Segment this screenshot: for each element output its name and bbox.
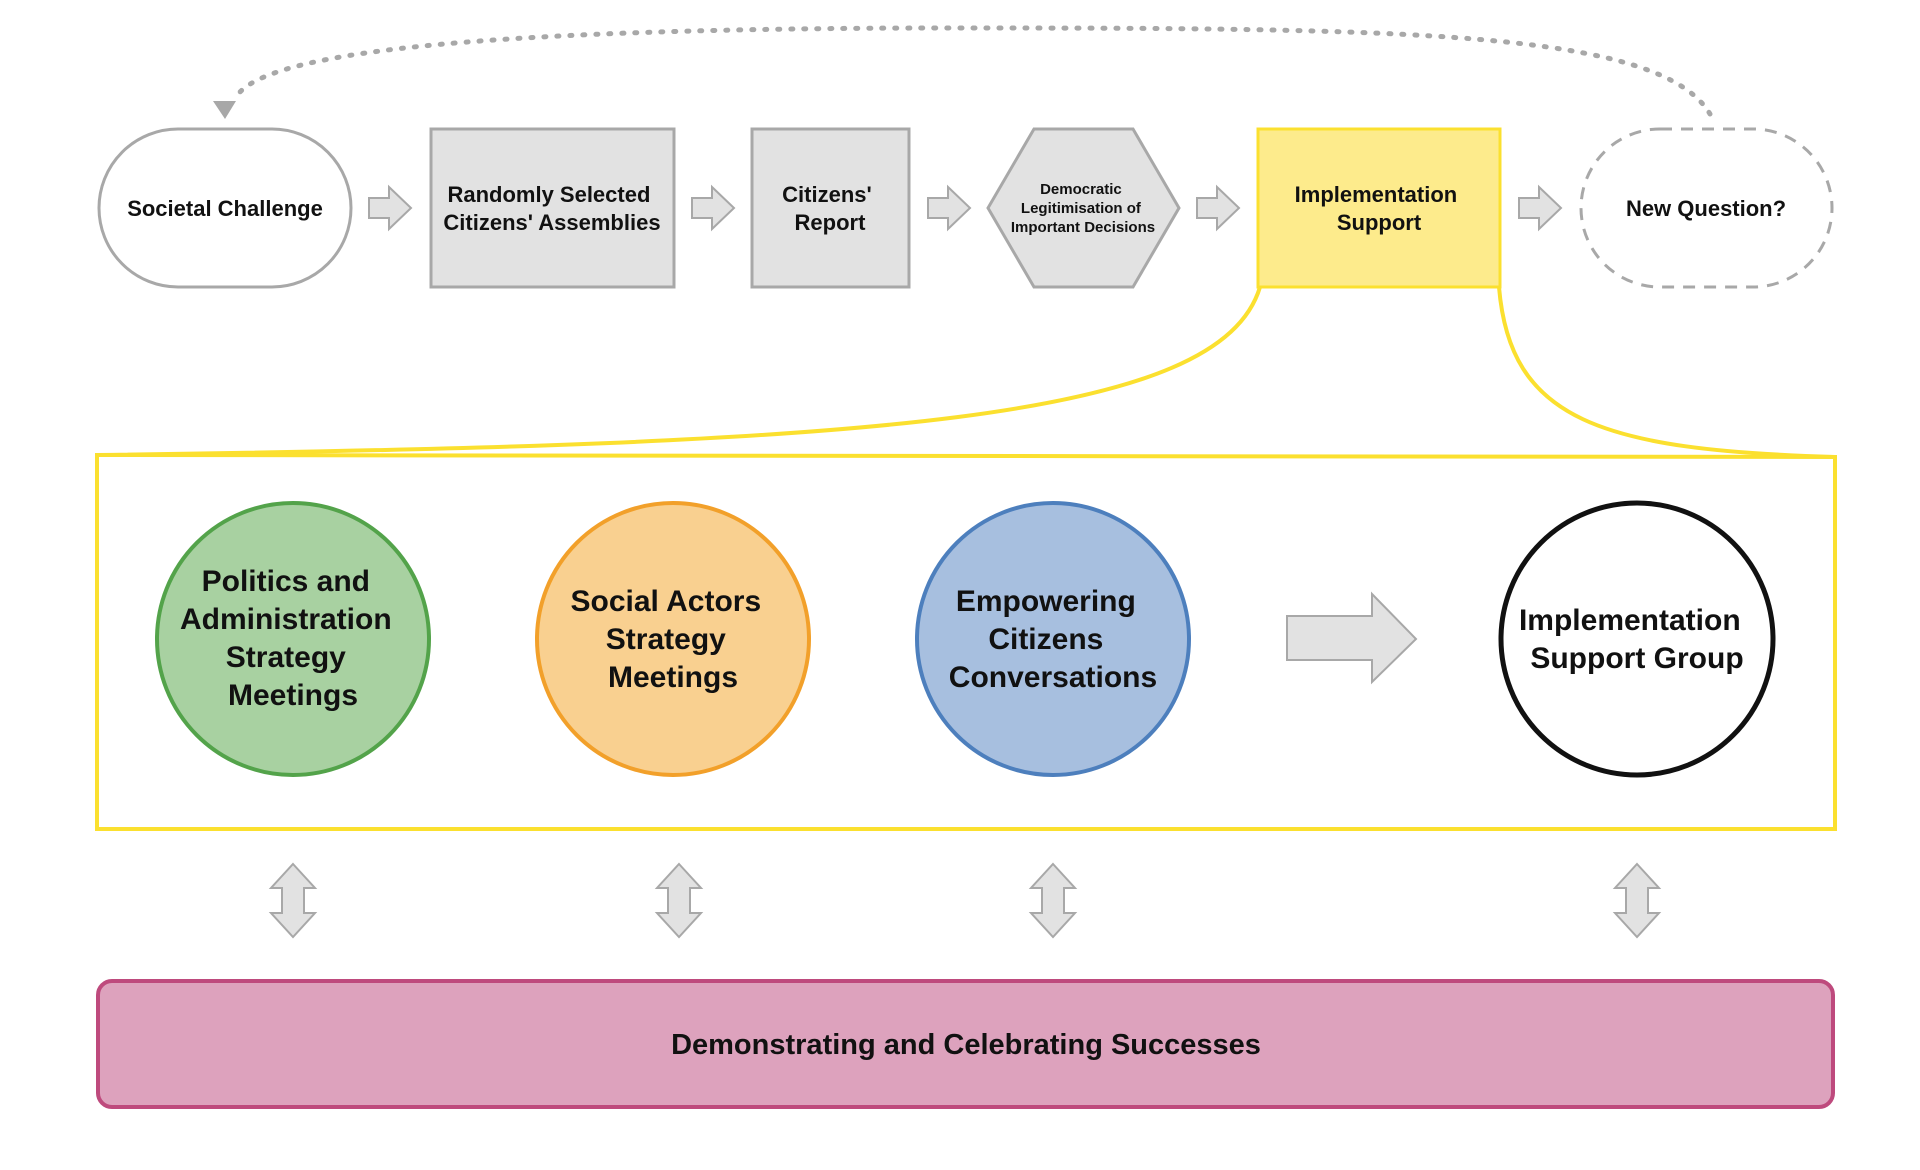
circle-label-line: Citizens xyxy=(988,623,1103,656)
circle-empowering-citizens: Empowering Citizens Conversations xyxy=(915,501,1191,777)
step-label-line: Important Decisions xyxy=(1011,219,1155,236)
zoom-connector xyxy=(96,286,1836,459)
banner-label: Demonstrating and Celebrating Successes xyxy=(671,1029,1261,1061)
step-label-line: New Question? xyxy=(1626,196,1786,221)
svg-text:Randomly Selected Citi: Randomly Selected Citizens' Assemblies xyxy=(443,182,660,235)
step-label-line: Citizens' Assemblies xyxy=(443,210,660,235)
circle-label-line: Conversations xyxy=(949,661,1157,694)
loop-back-arrow xyxy=(213,25,1713,119)
circle-label-line: Social Actors xyxy=(571,585,762,618)
link-arrows xyxy=(268,862,1662,939)
implementation-detail-panel: Politics and Administration Strategy Mee… xyxy=(95,452,1837,831)
double-vertical-arrow-icon xyxy=(1028,862,1078,939)
double-vertical-arrow-icon xyxy=(268,862,318,939)
flow-arrow-icon xyxy=(368,184,413,232)
svg-text:Social Actors Strategy: Social Actors Strategy Meetings xyxy=(571,585,770,694)
flow-arrow-icon xyxy=(927,184,972,232)
circle-politics-administration: Politics and Administration Strategy Mee… xyxy=(155,501,431,777)
circle-label-line: Strategy xyxy=(606,623,726,656)
step-label-line: Legitimisation of xyxy=(1021,200,1142,217)
step-implementation-support: Implementation Support xyxy=(1256,127,1502,289)
svg-text:Democratic Legitimisat: Democratic Legitimisation of Important D… xyxy=(1011,181,1155,236)
right-arrow-icon xyxy=(1286,591,1418,685)
double-vertical-arrow-icon xyxy=(654,862,704,939)
circle-label-line: Strategy xyxy=(226,641,346,674)
step-label-line: Report xyxy=(795,210,867,235)
circle-label-line: Support Group xyxy=(1530,642,1743,675)
circle-label-line: Empowering xyxy=(956,585,1136,618)
step-democratic-legitimisation: Democratic Legitimisation of Important D… xyxy=(986,127,1181,289)
flow-arrow-icon xyxy=(691,184,736,232)
svg-text:Implementation Support: Implementation Support Group xyxy=(1519,604,1749,675)
svg-text:Societal Challenge: Societal Challenge xyxy=(127,196,323,221)
process-flow: Societal Challenge Randomly Selected Cit… xyxy=(97,127,1834,289)
step-label-line: Societal Challenge xyxy=(127,196,323,221)
step-label-line: Democratic xyxy=(1040,181,1122,198)
step-label-line: Implementation xyxy=(1295,182,1458,207)
circle-implementation-support-group: Implementation Support Group xyxy=(1498,500,1776,778)
step-label-line: Citizens' xyxy=(782,182,872,207)
step-citizens-assemblies: Randomly Selected Citizens' Assemblies xyxy=(429,127,676,289)
dotted-arrow-icon xyxy=(237,25,1713,117)
circle-label-line: Administration xyxy=(180,603,392,636)
circle-social-actors: Social Actors Strategy Meetings xyxy=(535,501,811,777)
step-citizens-report: Citizens' Report xyxy=(750,127,911,289)
double-vertical-arrow-icon xyxy=(1612,862,1662,939)
circle-label-line: Implementation xyxy=(1519,604,1741,637)
circle-label-line: Meetings xyxy=(608,661,738,694)
flow-arrow-icon xyxy=(1518,184,1563,232)
flow-arrow-icon xyxy=(1196,184,1241,232)
circle-label-line: Politics and xyxy=(202,565,370,598)
svg-text:New Question?: New Question? xyxy=(1626,196,1786,221)
step-label-line: Support xyxy=(1337,210,1422,235)
svg-text:Politics and Administr: Politics and Administration Strategy Mee… xyxy=(180,565,400,712)
svg-text:Empowering Citizens: Empowering Citizens Conversations xyxy=(949,585,1157,694)
svg-text:Implementation Support: Implementation Support xyxy=(1295,182,1464,235)
step-label-line: Randomly Selected xyxy=(447,182,650,207)
loop-arrow-head xyxy=(213,101,236,119)
circle-label-line: Meetings xyxy=(228,679,358,712)
success-banner: Demonstrating and Celebrating Successes xyxy=(96,979,1835,1109)
step-new-question: New Question? xyxy=(1579,127,1834,289)
svg-text:Citizens' Report: Citizens' Report xyxy=(782,182,878,235)
step-societal-challenge: Societal Challenge xyxy=(97,127,353,289)
